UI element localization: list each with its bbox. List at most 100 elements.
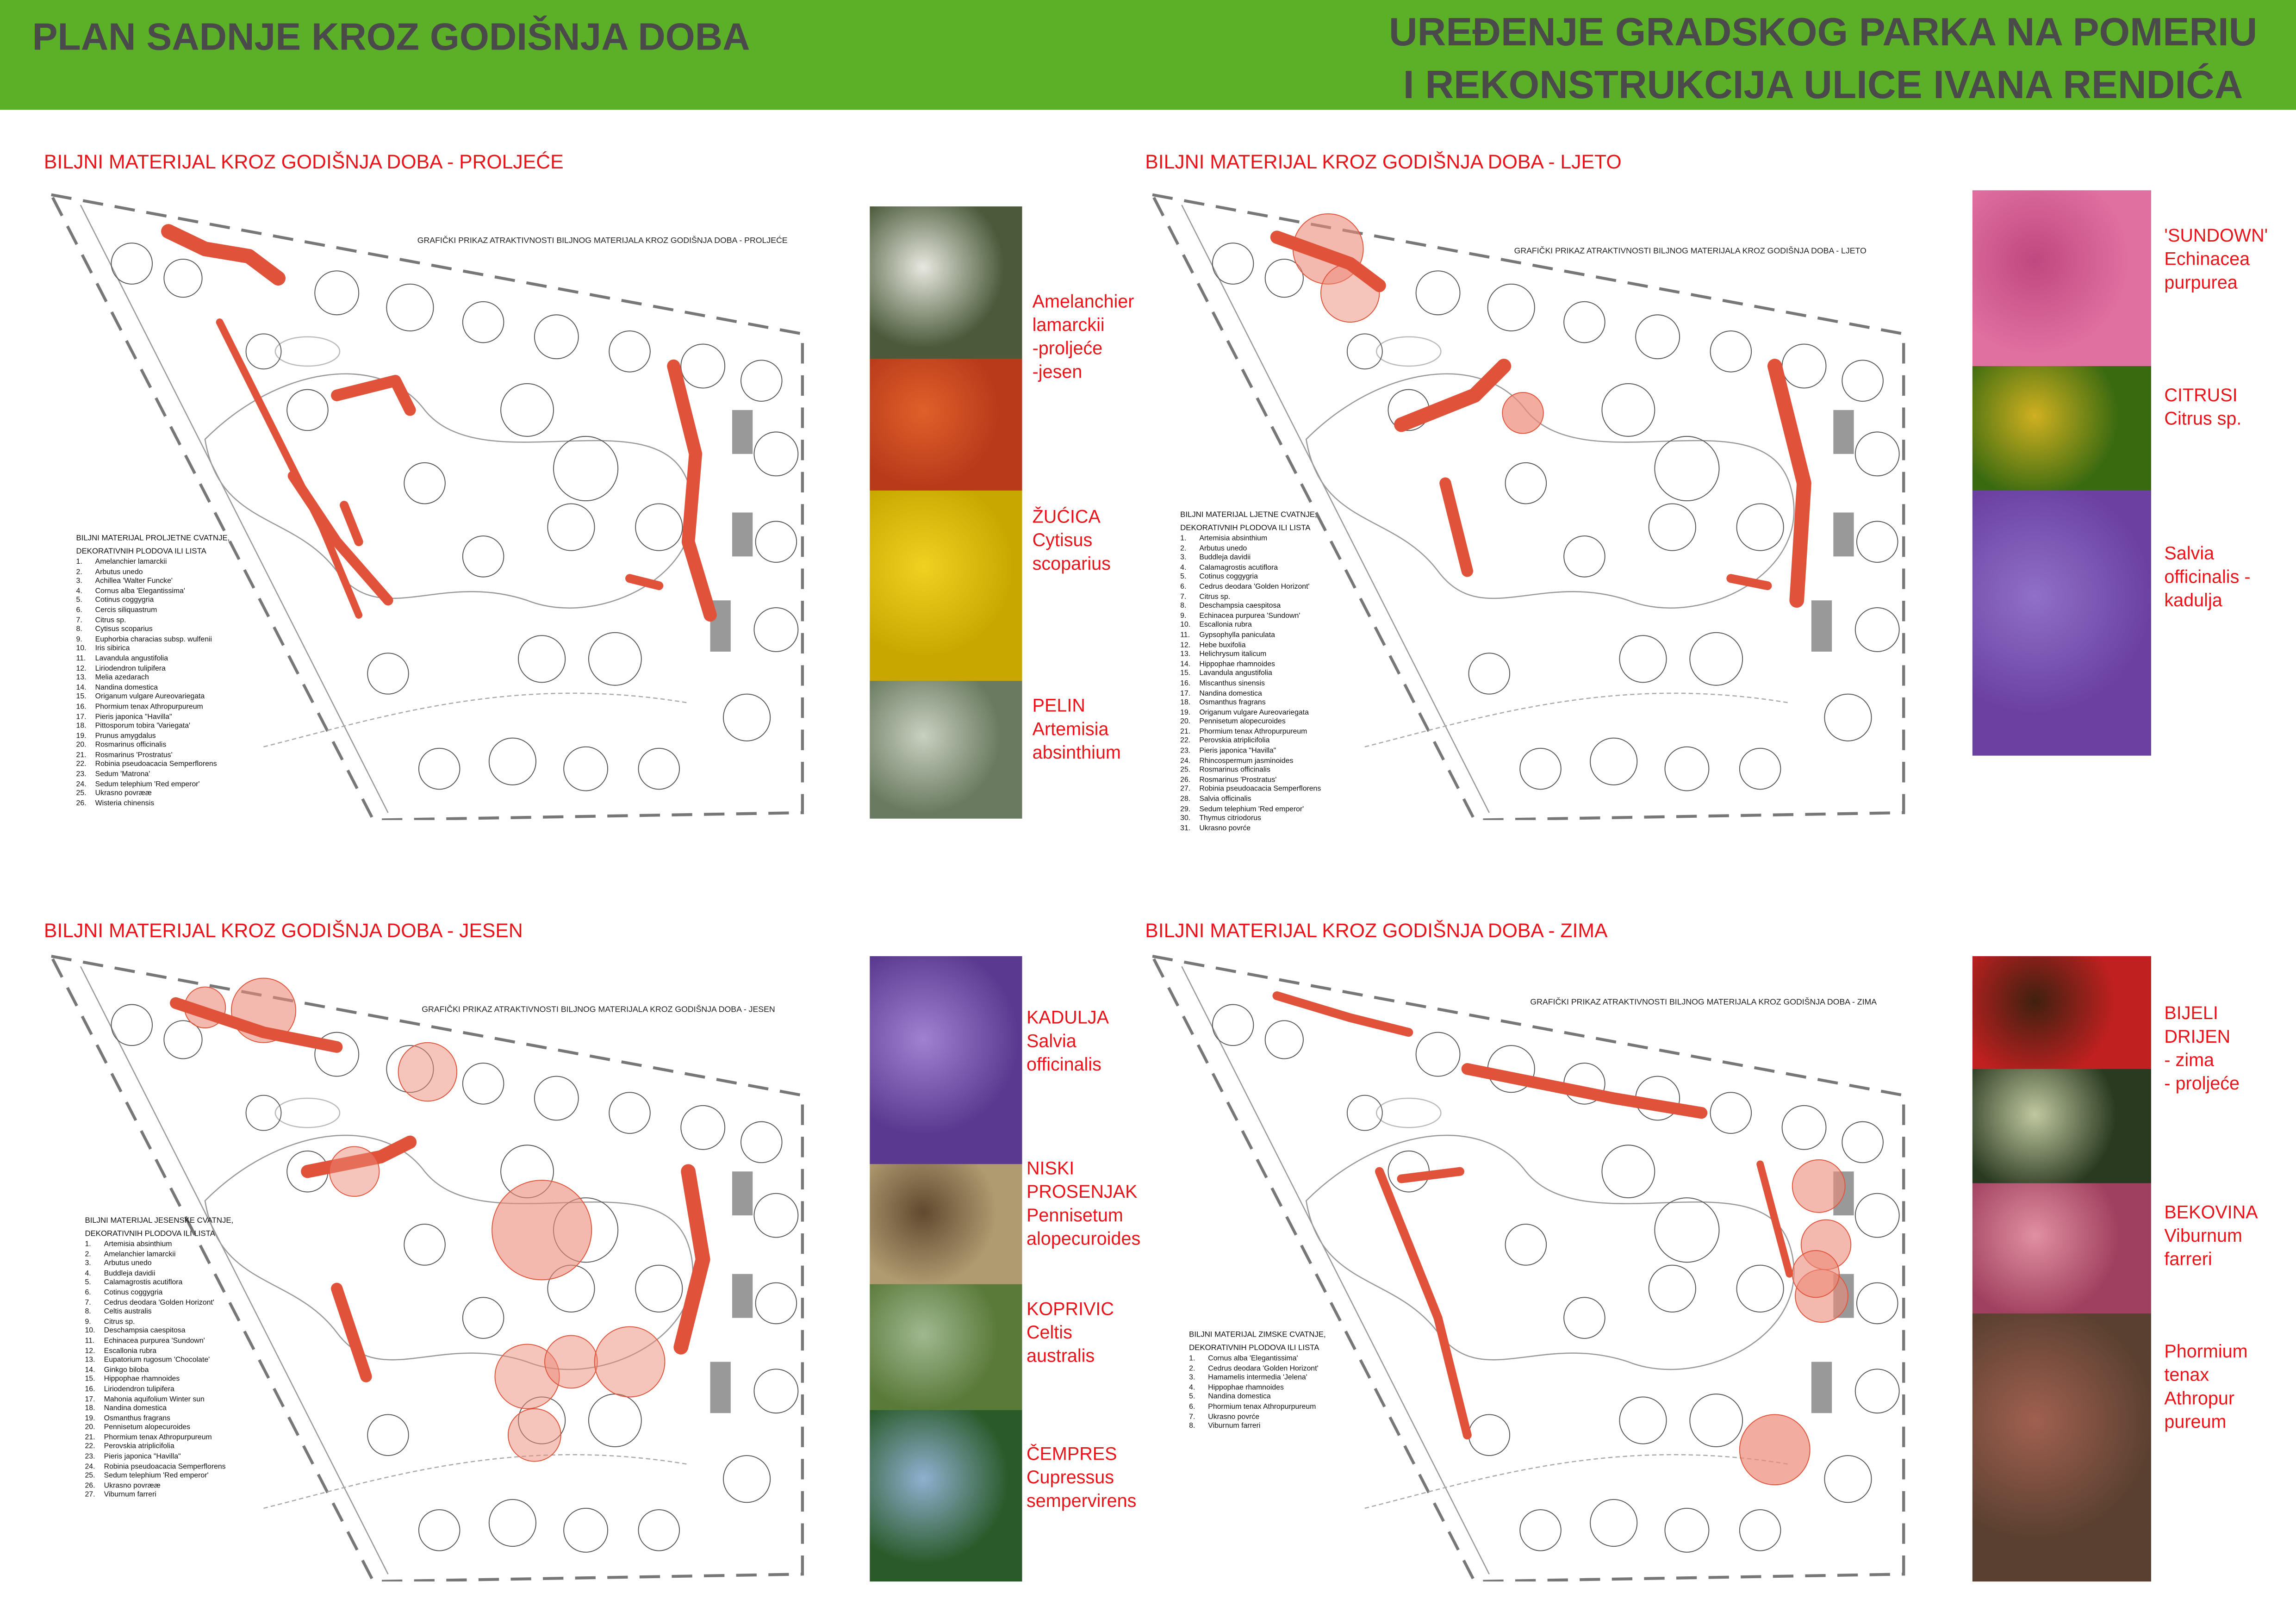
caption-line: PROSENJAK bbox=[1026, 1182, 1138, 1202]
plant-photo bbox=[1972, 956, 2151, 1069]
plant-list-heading: BILJNI MATERIJAL ZIMSKE CVATNJE, bbox=[1189, 1331, 1326, 1340]
caption-line: Viburnum bbox=[2164, 1226, 2242, 1246]
plant-name: Pieris japonica "Havilla" bbox=[1199, 747, 1276, 756]
site-plan-winter bbox=[1150, 954, 1905, 1582]
planting-bed bbox=[1439, 477, 1473, 577]
tree-canopy bbox=[1710, 1092, 1752, 1134]
plant-photo bbox=[1972, 366, 2151, 491]
plant-name: Pieris japonica "Havilla" bbox=[104, 1452, 181, 1462]
caption-line: tenax bbox=[2164, 1364, 2209, 1386]
tree-canopy bbox=[462, 301, 504, 343]
plant-photo bbox=[870, 956, 1022, 1164]
plant-name: Phormium tenax Athropurpureum bbox=[95, 703, 203, 712]
item-number: 9. bbox=[1180, 611, 1187, 621]
bench bbox=[1811, 600, 1832, 652]
plant-list-item: 12.Hebe buxifolia bbox=[1180, 641, 1321, 650]
plant-list-item: 2.Cedrus deodara 'Golden Horizont' bbox=[1189, 1364, 1326, 1374]
planting-bed bbox=[1270, 230, 1386, 292]
plant-name: Lavandula angustifolia bbox=[95, 654, 168, 664]
plant-list-item: 26.Rosmarinus 'Prostratus' bbox=[1180, 776, 1321, 785]
plant-name: Salvia officinalis bbox=[1199, 795, 1251, 804]
plant-name: Cedrus deodara 'Golden Horizont' bbox=[1208, 1364, 1319, 1373]
plant-list-item: 23.Sedum 'Matrona' bbox=[76, 770, 230, 780]
caption-line: pureum bbox=[2164, 1412, 2227, 1432]
item-number: 25. bbox=[85, 1472, 95, 1481]
tree-canopy bbox=[1505, 462, 1547, 504]
plant-name: Deschampsia caespitosa bbox=[1199, 602, 1281, 611]
plant-name: Echinacea purpurea 'Sundown' bbox=[1199, 611, 1300, 621]
item-number: 5. bbox=[76, 596, 82, 605]
plant-list-item: 21.Rosmarinus 'Prostratus' bbox=[76, 751, 230, 761]
plant-list-item: 9.Euphorbia characias subsp. wulfenii bbox=[76, 635, 230, 645]
planting-bed bbox=[1397, 1167, 1465, 1183]
tree-canopy bbox=[488, 1499, 536, 1547]
plant-name: Euphorbia characias subsp. wulfenii bbox=[95, 635, 212, 644]
plant-list-item: 5.Nandina domestica bbox=[1189, 1393, 1326, 1403]
plant-list-item: 25.Rosmarinus officinalis bbox=[1180, 766, 1321, 776]
plant-name: Calamagrostis acutiflora bbox=[1199, 563, 1278, 572]
tree-canopy bbox=[1619, 1396, 1667, 1444]
tree-canopy bbox=[638, 747, 680, 790]
tree-canopy bbox=[462, 1297, 504, 1339]
tree-canopy bbox=[1590, 737, 1638, 785]
tree-canopy bbox=[163, 1020, 203, 1059]
caption-line: BEKOVINA bbox=[2164, 1202, 2258, 1223]
tree-canopy bbox=[753, 607, 799, 652]
plant-list-item: 3.Arbutus unedo bbox=[85, 1260, 234, 1269]
project-title-line1: UREĐENJE GRADSKOG PARKA NA POMERIU bbox=[1388, 10, 2258, 55]
item-number: 24. bbox=[1180, 756, 1191, 765]
item-number: 21. bbox=[1180, 728, 1191, 737]
plant-list-item: 16.Miscanthus sinensis bbox=[1180, 679, 1321, 689]
plant-list-item: 11.Gypsophylla paniculata bbox=[1180, 631, 1321, 641]
item-number: 27. bbox=[1180, 785, 1191, 795]
graph-title: GRAFIČKI PRIKAZ ATRAKTIVNOSTI BILJNOG MA… bbox=[422, 1006, 775, 1015]
tree-canopy bbox=[1824, 693, 1872, 741]
plant-list-item: 5.Cotinus coggygria bbox=[76, 597, 230, 606]
tree-canopy bbox=[314, 1032, 360, 1077]
plant-list-item: 17.Mahonia aquifolium Winter sun bbox=[85, 1395, 234, 1405]
bench bbox=[732, 1274, 753, 1318]
lawn-ellipse bbox=[274, 336, 341, 367]
path-line bbox=[263, 692, 689, 747]
item-number: 18. bbox=[85, 1404, 95, 1413]
item-number: 7. bbox=[1180, 592, 1187, 602]
planting-bed bbox=[1767, 359, 1811, 608]
plant-list-item: 15.Hippophae rhamnoides bbox=[85, 1375, 234, 1385]
plant-name: Hamamelis intermedia 'Jelena' bbox=[1208, 1374, 1307, 1383]
tree-canopy bbox=[1856, 521, 1898, 563]
tree-canopy bbox=[1601, 383, 1655, 437]
header-bar: PLAN SADNJE KROZ GODIŠNJA DOBA UREĐENJE … bbox=[0, 0, 2296, 110]
plant-list-item: 4.Calamagrostis acutiflora bbox=[1180, 563, 1321, 573]
item-number: 25. bbox=[1180, 766, 1191, 775]
tree-canopy bbox=[1736, 503, 1784, 551]
plant-list-item: 2.Arbutus unedo bbox=[76, 567, 230, 577]
tree-canopy bbox=[1619, 635, 1667, 683]
tree-canopy bbox=[1505, 1224, 1547, 1266]
item-number: 8. bbox=[85, 1307, 91, 1317]
plant-name: Amelanchier lamarckii bbox=[95, 558, 167, 567]
plant-photo bbox=[870, 206, 1022, 359]
bench bbox=[1833, 512, 1854, 557]
plant-list-item: 3.Hamamelis intermedia 'Jelena' bbox=[1189, 1374, 1326, 1383]
tree-canopy bbox=[588, 1394, 642, 1447]
plant-name: Miscanthus sinensis bbox=[1199, 679, 1265, 688]
plant-name: Robinia pseudoacacia Semperflorens bbox=[95, 760, 217, 770]
path-loop bbox=[1305, 1134, 1795, 1370]
item-number: 14. bbox=[76, 683, 87, 692]
plant-list-item: 31.Ukrasno povrće bbox=[1180, 824, 1321, 834]
plant-name: Sedum 'Matrona' bbox=[95, 770, 150, 779]
tree-canopy bbox=[500, 383, 554, 437]
caption-line: farreri bbox=[2164, 1249, 2212, 1270]
item-number: 20. bbox=[85, 1424, 95, 1433]
tree-canopy bbox=[588, 632, 642, 686]
tree-canopy bbox=[404, 1224, 446, 1266]
planting-bed bbox=[1726, 574, 1772, 591]
item-number: 16. bbox=[85, 1385, 95, 1394]
tree-canopy bbox=[404, 462, 446, 504]
plant-name: Calamagrostis acutiflora bbox=[104, 1279, 183, 1288]
plant-name: Pieris japonica "Havilla" bbox=[95, 712, 172, 722]
plant-name: Cedrus deodara 'Golden Horizont' bbox=[1199, 583, 1310, 592]
plant-list-item: 10.Iris sibirica bbox=[76, 645, 230, 654]
